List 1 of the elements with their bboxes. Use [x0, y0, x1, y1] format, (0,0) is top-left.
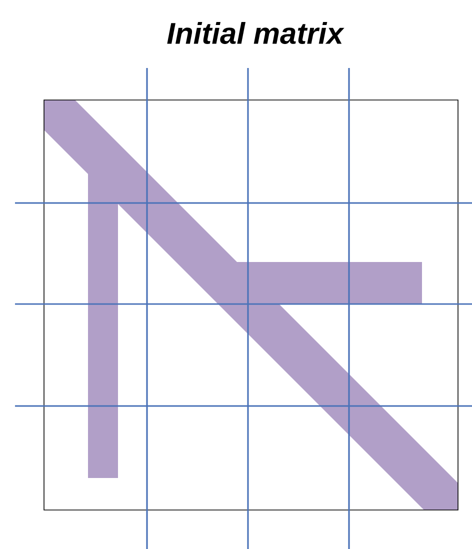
- title: Initial matrix: [167, 22, 344, 44]
